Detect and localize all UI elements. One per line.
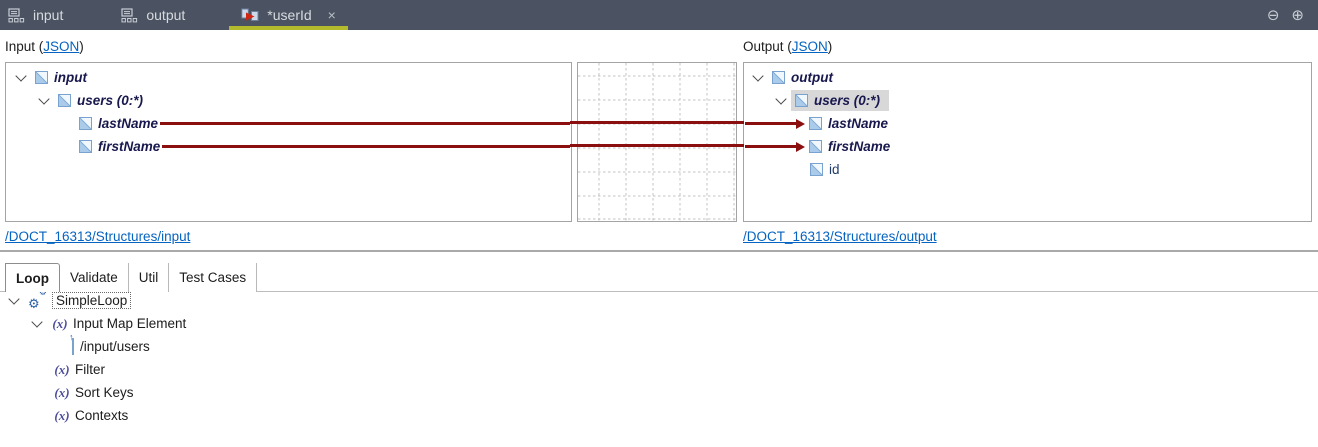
mapping-line-lastname [570, 121, 744, 124]
node-label: Contexts [75, 408, 129, 423]
node-label: lastName [98, 116, 159, 131]
view-controls: ⊖ ⊕ [1267, 0, 1318, 30]
tab-label: *userId [267, 7, 312, 23]
close-icon[interactable]: × [327, 7, 336, 23]
minimize-icon[interactable]: ⊖ [1266, 6, 1280, 24]
tree-row-users[interactable]: users (0:*) [7, 89, 570, 112]
tab-test-cases[interactable]: Test Cases [169, 263, 258, 292]
loop-row-contexts[interactable]: (x) Contexts [0, 404, 1318, 427]
tree-row-output[interactable]: output [745, 66, 1310, 89]
title-text: ) [827, 39, 833, 54]
tab-validate[interactable]: Validate [60, 263, 129, 292]
node-label: firstName [98, 139, 161, 154]
mapping-arrow-icon [796, 118, 805, 129]
node-label: /input/users [80, 339, 150, 354]
node-label: id [829, 162, 840, 177]
node-label: Sort Keys [75, 385, 134, 400]
tab-strip-baseline [0, 291, 1318, 292]
mapping-canvas[interactable] [577, 62, 737, 222]
expression-icon: (x) [54, 361, 70, 377]
loop-row-filter[interactable]: (x) Filter [0, 358, 1318, 381]
tree-row-firstname[interactable]: firstName [7, 135, 570, 158]
maximize-icon[interactable]: ⊕ [1291, 6, 1304, 24]
mapping-line [160, 122, 570, 125]
chevron-down-icon[interactable] [38, 92, 50, 105]
loop-row-sort-keys[interactable]: (x) Sort Keys [0, 381, 1318, 404]
element-icon [79, 117, 92, 130]
structure-icon [8, 7, 25, 22]
title-text: ) [79, 39, 84, 54]
chevron-down-icon[interactable] [31, 315, 43, 328]
canvas-grid [578, 63, 736, 221]
node-label: Input Map Element [73, 316, 187, 331]
tab-input[interactable]: input [0, 0, 77, 30]
tree-row-lastname[interactable]: lastName [7, 112, 570, 135]
element-icon [35, 71, 48, 84]
expression-icon: (x) [54, 407, 70, 423]
node-label: output [791, 70, 833, 85]
tree-row-users-selected[interactable]: users (0:*) [745, 89, 1310, 112]
mapping-line [745, 122, 796, 125]
tab-label: output [146, 7, 186, 23]
node-label: lastName [828, 116, 889, 131]
mapping-line [745, 145, 796, 148]
section-divider[interactable] [0, 250, 1318, 252]
mapping-line-firstname [570, 144, 744, 147]
element-icon [810, 163, 823, 176]
chevron-down-icon[interactable] [15, 69, 27, 82]
element-icon [795, 94, 808, 107]
node-label: users (0:*) [77, 93, 144, 108]
element-icon [809, 117, 822, 130]
loop-row-input-users[interactable]: /input/users [0, 332, 1318, 358]
tree-row-input[interactable]: input [7, 66, 570, 89]
output-panel-title: Output (JSON) [743, 39, 832, 54]
element-icon [772, 71, 785, 84]
tree-row-id[interactable]: id [745, 158, 1310, 181]
element-reference-icon [69, 332, 74, 355]
tab-util[interactable]: Util [128, 263, 170, 292]
output-tree-panel: output users (0:*) lastName firstName id [743, 62, 1312, 222]
structure-icon [121, 7, 138, 22]
mapping-line [162, 145, 570, 148]
output-json-link[interactable]: JSON [791, 39, 828, 54]
bottom-tab-strip: Loop Validate Util Test Cases [5, 263, 258, 292]
mapper-icon [241, 8, 259, 21]
tree-row-firstname[interactable]: firstName [745, 135, 1310, 158]
input-structure-link[interactable]: /DOCT_16313/Structures/input [5, 229, 191, 244]
tab-userid[interactable]: *userId × [227, 0, 350, 30]
node-label: Filter [75, 362, 105, 377]
node-label: input [54, 70, 87, 85]
expression-icon: (x) [52, 315, 68, 331]
tab-output[interactable]: output [107, 0, 199, 30]
mapping-arrow-icon [796, 141, 805, 152]
output-structure-link[interactable]: /DOCT_16313/Structures/output [743, 229, 937, 244]
title-text: Output ( [743, 39, 792, 54]
tree-row-lastname[interactable]: lastName [745, 112, 1310, 135]
node-label: firstName [828, 139, 891, 154]
editor-tab-bar: input output *userId × ⊖ ⊕ [0, 0, 1318, 30]
chevron-down-icon[interactable] [775, 92, 787, 105]
element-icon [79, 140, 92, 153]
loop-row-input-map-element[interactable]: (x) Input Map Element [0, 312, 1318, 335]
node-label: users (0:*) [814, 93, 881, 108]
node-label: SimpleLoop [52, 292, 132, 309]
input-json-link[interactable]: JSON [43, 39, 80, 54]
chevron-down-icon[interactable] [8, 292, 20, 305]
loop-row-simpleloop[interactable]: ⚙ ⚙ SimpleLoop [0, 288, 1318, 312]
expression-icon: (x) [54, 384, 70, 400]
element-icon [809, 140, 822, 153]
tab-label: input [33, 7, 64, 23]
element-icon [58, 94, 71, 107]
tab-loop[interactable]: Loop [5, 263, 60, 292]
chevron-down-icon[interactable] [752, 69, 764, 82]
input-panel-title: Input (JSON) [5, 39, 84, 54]
selection-highlight: users (0:*) [791, 90, 890, 111]
input-tree-panel: input users (0:*) lastName firstName [5, 62, 572, 222]
title-text: Input ( [5, 39, 44, 54]
gears-icon: ⚙ ⚙ [28, 288, 47, 312]
